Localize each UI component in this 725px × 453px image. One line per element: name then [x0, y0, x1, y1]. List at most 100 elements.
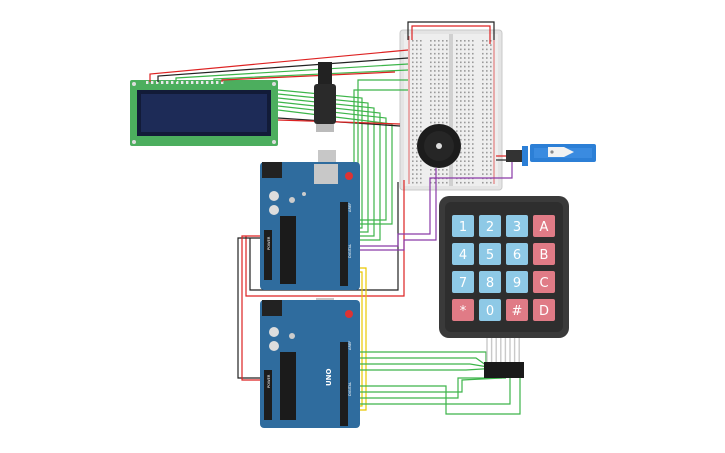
breadboard-hole [416, 44, 418, 46]
keypad-key[interactable]: 7 [452, 271, 474, 293]
keypad-key[interactable]: A [533, 215, 555, 237]
lcd-pin [181, 81, 184, 84]
keypad-key-face [506, 271, 528, 293]
breadboard-hole [460, 95, 462, 98]
breadboard-hole [438, 83, 440, 85]
breadboard-hole [412, 61, 414, 64]
keypad-key[interactable]: C [533, 271, 555, 293]
breadboard-hole [472, 83, 474, 85]
keypad-key[interactable]: 5 [479, 243, 501, 265]
keypad-key[interactable]: D [533, 299, 555, 321]
breadboard-hole [416, 177, 418, 180]
breadboard-hole [446, 65, 448, 68]
breadboard-hole [434, 70, 436, 72]
breadboard-hole [412, 143, 414, 145]
arduino-uno-bottom[interactable]: UNO DIGITAL AREF POWER [260, 300, 360, 428]
breadboard-hole [490, 48, 492, 51]
breadboard-hole [434, 117, 436, 119]
breadboard-hole [416, 160, 418, 162]
breadboard[interactable] [399, 29, 503, 191]
breadboard-hole [472, 95, 474, 98]
keypad-key[interactable]: 9 [506, 271, 528, 293]
lcd-pin [186, 81, 189, 84]
breadboard-hole [438, 104, 440, 107]
breadboard-hole [412, 173, 414, 175]
breadboard-hole [416, 134, 418, 137]
keypad-key[interactable]: 0 [479, 299, 501, 321]
keypad-key[interactable]: * [452, 299, 474, 321]
breadboard-hole [456, 48, 458, 51]
breadboard-hole [464, 126, 466, 128]
breadboard-hole [490, 44, 492, 46]
keypad-key[interactable]: 3 [506, 215, 528, 237]
breadboard-hole [460, 121, 462, 124]
breadboard-hole [420, 169, 422, 171]
breadboard-hole [416, 104, 418, 107]
breadboard-hole [430, 169, 432, 171]
keypad-ribbon-cable [486, 338, 520, 362]
breadboard-hole [464, 104, 466, 107]
breadboard-hole [468, 173, 470, 175]
breadboard-hole [464, 117, 466, 119]
breadboard-hole [442, 83, 444, 85]
breadboard-hole [456, 87, 458, 89]
breadboard-hole [482, 113, 484, 115]
breadboard-hole [482, 134, 484, 137]
breadboard-hole [412, 83, 414, 85]
breadboard-hole [430, 48, 432, 51]
breadboard-hole [482, 169, 484, 171]
breadboard-hole [482, 91, 484, 94]
breadboard-hole [446, 117, 448, 119]
buzzer-icon[interactable] [417, 124, 461, 168]
lcd-display-icon[interactable] [130, 80, 278, 146]
lcd-pin [211, 81, 214, 84]
breadboard-hole [486, 151, 488, 154]
breadboard-hole [438, 78, 440, 81]
breadboard-hole [464, 40, 466, 42]
keypad-key[interactable]: # [506, 299, 528, 321]
keypad-key[interactable]: B [533, 243, 555, 265]
breadboard-hole [438, 40, 440, 42]
breadboard-hole [460, 130, 462, 132]
keypad-key[interactable]: 4 [452, 243, 474, 265]
breadboard-hole [446, 44, 448, 46]
keypad-key[interactable]: 1 [452, 215, 474, 237]
keypad-key[interactable]: 8 [479, 271, 501, 293]
breadboard-hole [482, 143, 484, 145]
breadboard-hole [456, 40, 458, 42]
breadboard-hole [442, 44, 444, 46]
breadboard-hole [490, 87, 492, 89]
breadboard-hole [412, 52, 414, 55]
breadboard-hole [460, 87, 462, 89]
breadboard-hole [446, 104, 448, 107]
breadboard-hole [438, 65, 440, 68]
keypad-key-face [452, 271, 474, 293]
breadboard-hole [468, 65, 470, 68]
breadboard-hole [420, 100, 422, 102]
breadboard-hole [464, 181, 466, 184]
breadboard-hole [442, 121, 444, 124]
breadboard-hole [464, 65, 466, 68]
arduino-uno-top[interactable]: DIGITAL AREF POWER [260, 162, 360, 290]
breadboard-hole [468, 117, 470, 119]
breadboard-hole [456, 181, 458, 184]
breadboard-hole [460, 100, 462, 102]
breadboard-hole [490, 169, 492, 171]
keypad-key[interactable]: 2 [479, 215, 501, 237]
breadboard-hole [442, 74, 444, 76]
breadboard-hole [438, 91, 440, 94]
servo-motor-icon[interactable] [506, 144, 596, 166]
wire-lcd-red [149, 49, 409, 82]
breadboard-hole [468, 95, 470, 98]
breadboard-hole [464, 147, 466, 150]
breadboard-hole [482, 78, 484, 81]
breadboard-hole [460, 117, 462, 119]
breadboard-hole [416, 164, 418, 167]
keypad-key-face [533, 271, 555, 293]
breadboard-hole [456, 57, 458, 59]
breadboard-hole [468, 147, 470, 150]
breadboard-hole [434, 95, 436, 98]
breadboard-hole [446, 100, 448, 102]
keypad-key[interactable]: 6 [506, 243, 528, 265]
